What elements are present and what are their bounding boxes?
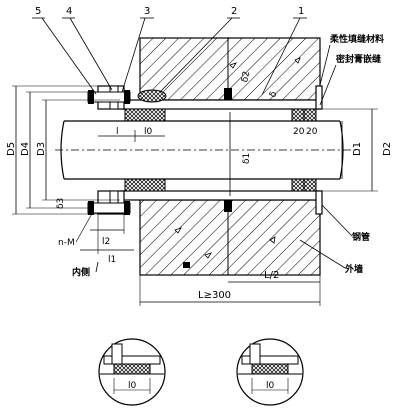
callout-3: 3 bbox=[144, 6, 150, 17]
dim-D2: D2 bbox=[382, 142, 393, 156]
left-dimensions: D5 D4 D3 bbox=[6, 85, 120, 215]
callout-1: 1 bbox=[298, 6, 304, 17]
dim-D5: D5 bbox=[6, 142, 17, 156]
dim-delta3: δ3 bbox=[56, 198, 66, 209]
pipe bbox=[55, 112, 360, 196]
dim-delta2: δ2 bbox=[240, 70, 252, 83]
label-flexible-filler: 柔性填缝材料 bbox=[329, 33, 384, 45]
dim-L-total: L≥300 bbox=[198, 290, 231, 301]
dim-L-half: L/2 bbox=[264, 270, 279, 281]
detail-right-l0: l0 bbox=[266, 381, 275, 391]
detail-view-right: l0 bbox=[236, 338, 304, 406]
label-inner-side: 内侧 bbox=[72, 266, 90, 278]
detail-dimensions: δ2 δ δ1 δ3 l l0 20 20 l2 l1 n-M L/2 L≥30… bbox=[56, 70, 321, 306]
callout-5: 5 bbox=[35, 6, 41, 17]
callout-4: 4 bbox=[66, 6, 72, 17]
detail-left-l0: l0 bbox=[128, 381, 137, 391]
dim-20-b: 20 bbox=[306, 127, 318, 137]
flange-gland bbox=[87, 85, 131, 215]
dim-D4: D4 bbox=[20, 142, 31, 156]
dim-n-M: n-M bbox=[58, 238, 75, 248]
label-steel-pipe: 钢管 bbox=[352, 231, 370, 243]
dim-delta: δ bbox=[268, 90, 279, 99]
detail-view-left: l0 bbox=[98, 338, 166, 406]
callout-group: 5 4 3 2 1 bbox=[32, 6, 307, 96]
dim-l2: l2 bbox=[102, 237, 110, 247]
dim-delta1: δ1 bbox=[242, 153, 252, 164]
dim-l1: l1 bbox=[108, 255, 116, 265]
dim-l0: l0 bbox=[144, 127, 153, 137]
dim-20-a: 20 bbox=[293, 127, 305, 137]
dim-l: l bbox=[116, 127, 119, 137]
wall-bottom bbox=[139, 199, 321, 276]
label-outer-wall: 外墙 bbox=[344, 263, 363, 275]
callout-2: 2 bbox=[231, 6, 237, 17]
right-dimensions: D1 D2 bbox=[322, 108, 393, 192]
dim-D1: D1 bbox=[352, 142, 363, 156]
dim-D3: D3 bbox=[36, 142, 47, 156]
material-labels: 柔性填缝材料 密封膏嵌缝 钢管 外墙 内侧 bbox=[72, 33, 384, 278]
wall-section bbox=[139, 37, 321, 276]
label-sealing-paste: 密封膏嵌缝 bbox=[335, 53, 381, 65]
